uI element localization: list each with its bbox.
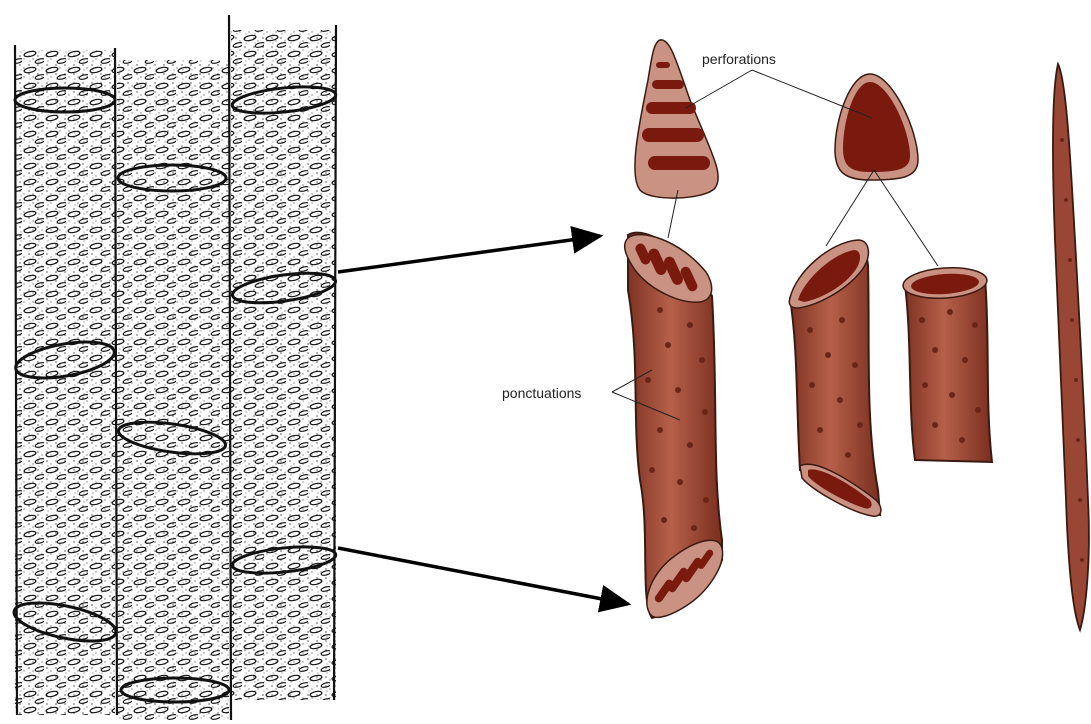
- label-ponctuations: ponctuations: [502, 385, 581, 401]
- vessel-element-scalariform: [625, 233, 723, 618]
- sketch-column-left: [11, 45, 119, 715]
- simple-plate: [835, 74, 918, 180]
- vessel-element-simple-short: [902, 265, 992, 462]
- arrow-lower: [338, 548, 628, 604]
- vessel-element-simple-long: [789, 240, 881, 516]
- vessel-sketch: [11, 15, 337, 720]
- sketch-column-right: [231, 25, 338, 700]
- tracheid-element: [1053, 64, 1089, 630]
- arrow-upper: [338, 236, 600, 272]
- label-perforations: perforations: [702, 51, 776, 67]
- sketch-column-middle: [117, 15, 231, 720]
